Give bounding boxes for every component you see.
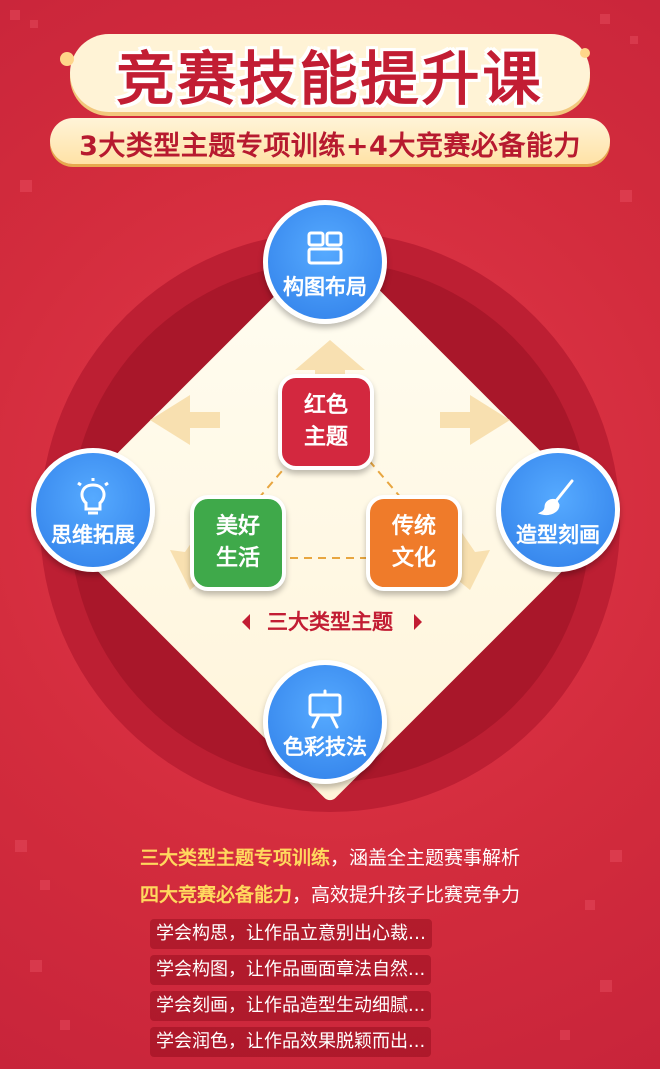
theme-culture[interactable]: 传统 文化 (366, 495, 462, 591)
lightbulb-icon (77, 478, 109, 515)
easel-icon (308, 689, 342, 729)
ability-color[interactable]: 色彩技法 (263, 660, 387, 784)
theme-line: 美好 (215, 514, 260, 539)
subtitle-banner (50, 118, 610, 164)
themes-tag: 三大类型主题 (267, 610, 393, 634)
summary-item: 学会润色，让作品效果脱颖而出... (150, 1027, 432, 1057)
summary-item: 学会刻画，让作品造型生动细腻... (150, 991, 432, 1021)
theme-line: 红色 (303, 393, 348, 418)
page-subtitle: 3大类型主题专项训练+4大竞赛必备能力 (79, 131, 581, 162)
brush-icon (538, 479, 574, 515)
ability-modeling[interactable]: 造型刻画 (496, 448, 620, 572)
sparkle-icon (60, 52, 74, 66)
tag-arrows (242, 614, 422, 630)
theme-life[interactable]: 美好 生活 (190, 495, 286, 591)
summary-item: 学会构思，让作品立意别出心裁… (150, 919, 432, 949)
summary-text: ，涵盖全主题赛事解析 (330, 847, 521, 869)
ability-label: 造型刻画 (516, 523, 600, 547)
sparkle-icon (580, 48, 590, 58)
summary-highlight: 三大类型主题专项训练 (139, 847, 330, 869)
ability-thinking[interactable]: 思维拓展 (31, 448, 155, 572)
page-title: 竞赛技能提升课 (116, 45, 544, 113)
theme-line: 文化 (391, 546, 436, 571)
theme-red[interactable]: 红色 主题 (278, 374, 374, 470)
layout-icon (307, 231, 343, 265)
title-banner (70, 34, 590, 112)
theme-line: 主题 (303, 425, 348, 450)
ability-label: 思维拓展 (51, 523, 135, 547)
ability-composition[interactable]: 构图布局 (263, 200, 387, 324)
summary-item: 学会构图，让作品画面章法自然... (150, 955, 432, 985)
ability-label: 色彩技法 (283, 735, 367, 759)
summary-text: ，高效提升孩子比赛竞争力 (292, 884, 521, 906)
summary-line-2: 四大竞赛必备能力，高效提升孩子比赛竞争力 (0, 880, 660, 907)
summary-line-1: 三大类型主题专项训练，涵盖全主题赛事解析 (0, 843, 660, 870)
theme-line: 传统 (391, 514, 436, 539)
summary-highlight: 四大竞赛必备能力 (139, 884, 292, 906)
theme-line: 生活 (215, 546, 260, 571)
arrows-graphic (150, 340, 510, 590)
ability-label: 构图布局 (283, 275, 367, 299)
